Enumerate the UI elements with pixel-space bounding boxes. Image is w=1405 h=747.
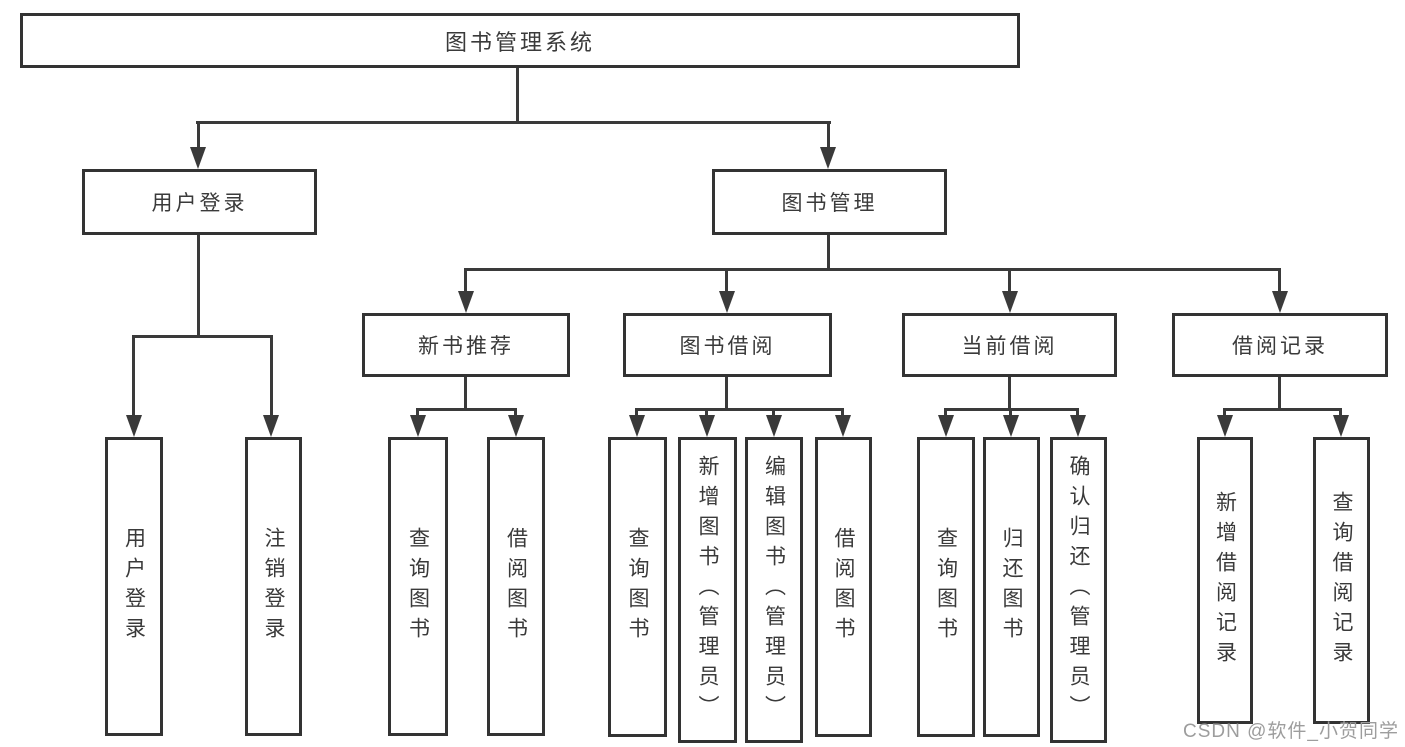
leaf-add-book-admin: 新增图书（管理员） [678, 437, 737, 743]
down-arrowhead-icon [1003, 415, 1019, 437]
down-arrowhead-icon [820, 147, 836, 169]
connector-vline [1339, 408, 1342, 416]
leaf-add-borrow-record: 新增借阅记录 [1197, 437, 1253, 724]
leaf-query-books-borrowing: 查询图书 [608, 437, 667, 737]
connector-vline [464, 268, 467, 292]
connector-vline [725, 268, 728, 292]
connector-vline [705, 408, 708, 416]
down-arrowhead-icon [766, 415, 782, 437]
connector-vline [725, 377, 728, 408]
node-current-borrowing: 当前借阅 [902, 313, 1117, 377]
down-arrowhead-icon [629, 415, 645, 437]
node-book-borrowing: 图书借阅 [623, 313, 832, 377]
csdn-watermark: CSDN @软件_小贺同学 [1183, 721, 1399, 742]
connector-hline [416, 408, 517, 411]
connector-vline [1278, 268, 1281, 292]
down-arrowhead-icon [190, 147, 206, 169]
connector-vline [841, 408, 844, 416]
leaf-return-book: 归还图书 [983, 437, 1040, 737]
down-arrowhead-icon [719, 291, 735, 313]
connector-vline [1009, 408, 1012, 416]
connector-vline [1008, 268, 1011, 292]
leaf-borrow-books: 借阅图书 [815, 437, 872, 737]
connector-vline [1223, 408, 1226, 416]
down-arrowhead-icon [508, 415, 524, 437]
connector-vline [1278, 377, 1281, 408]
leaf-logout: 注销登录 [245, 437, 302, 736]
connector-hline [132, 335, 273, 338]
connector-vline [1076, 408, 1079, 416]
node-user-login: 用户登录 [82, 169, 317, 235]
leaf-query-borrow-record: 查询借阅记录 [1313, 437, 1370, 724]
down-arrowhead-icon [938, 415, 954, 437]
connector-vline [1008, 377, 1011, 408]
leaf-user-login: 用户登录 [105, 437, 163, 736]
leaf-query-books-current: 查询图书 [917, 437, 975, 737]
down-arrowhead-icon [410, 415, 426, 437]
down-arrowhead-icon [1070, 415, 1086, 437]
connector-vline [514, 408, 517, 416]
connector-vline [827, 235, 830, 268]
down-arrowhead-icon [1002, 291, 1018, 313]
connector-hline [1223, 408, 1342, 411]
connector-hline [464, 268, 1281, 271]
connector-vline [197, 121, 200, 150]
connector-hline [635, 408, 844, 411]
node-borrowing-records: 借阅记录 [1172, 313, 1388, 377]
connector-vline [827, 121, 830, 150]
down-arrowhead-icon [126, 415, 142, 437]
down-arrowhead-icon [263, 415, 279, 437]
down-arrowhead-icon [458, 291, 474, 313]
leaf-confirm-return-admin: 确认归还（管理员） [1050, 437, 1107, 743]
connector-vline [944, 408, 947, 416]
down-arrowhead-icon [1217, 415, 1233, 437]
down-arrowhead-icon [1272, 291, 1288, 313]
down-arrowhead-icon [699, 415, 715, 437]
connector-vline [635, 408, 638, 416]
leaf-query-books-recommend: 查询图书 [388, 437, 448, 736]
node-new-book-recommend: 新书推荐 [362, 313, 570, 377]
connector-vline [416, 408, 419, 416]
node-library-management-system: 图书管理系统 [20, 13, 1020, 68]
connector-vline [197, 235, 200, 335]
connector-vline [464, 377, 467, 408]
leaf-edit-book-admin: 编辑图书（管理员） [745, 437, 803, 743]
connector-vline [270, 335, 273, 417]
connector-vline [132, 335, 135, 417]
node-book-management: 图书管理 [712, 169, 947, 235]
connector-vline [772, 408, 775, 416]
connector-hline [196, 121, 831, 124]
down-arrowhead-icon [1333, 415, 1349, 437]
connector-vline [516, 68, 519, 121]
leaf-borrow-books-recommend: 借阅图书 [487, 437, 545, 736]
down-arrowhead-icon [835, 415, 851, 437]
